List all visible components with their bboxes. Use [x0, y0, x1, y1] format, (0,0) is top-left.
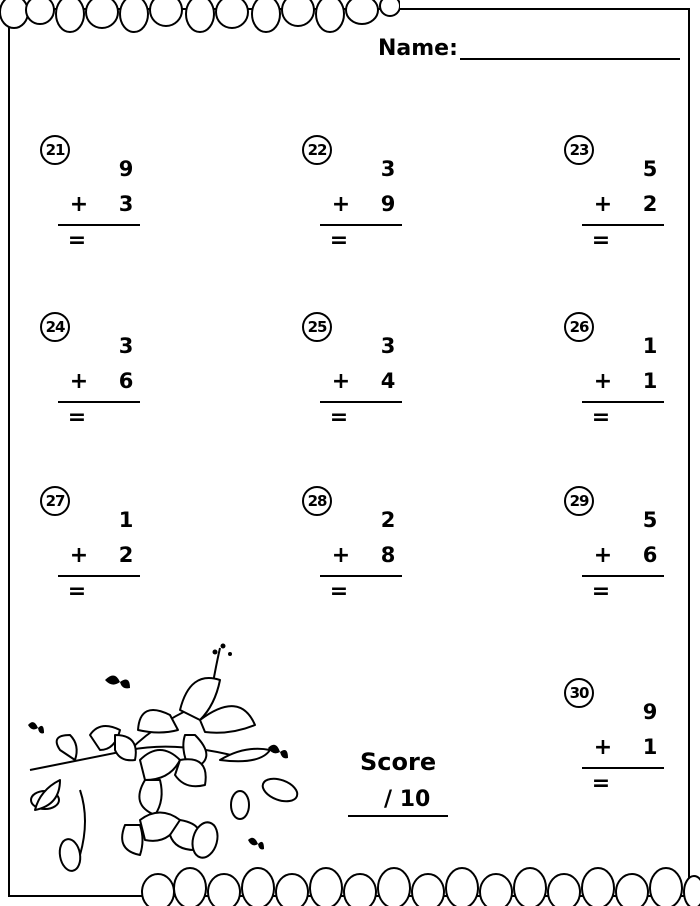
- top-addend: 1: [642, 334, 658, 358]
- bottom-addend: 8: [380, 543, 396, 567]
- top-flower-border-decoration: [0, 0, 400, 33]
- equals-sign: =: [329, 405, 349, 430]
- top-addend: 3: [118, 334, 134, 358]
- problem-number: 25: [302, 312, 332, 342]
- equals-sign: =: [591, 579, 611, 604]
- plus-sign: +: [593, 369, 613, 394]
- top-addend: 1: [118, 508, 134, 532]
- score-line: [348, 815, 448, 817]
- sum-rule: [582, 575, 664, 577]
- plus-sign: +: [593, 735, 613, 760]
- equals-sign: =: [67, 405, 87, 430]
- sum-rule: [320, 224, 402, 226]
- sum-rule: [320, 575, 402, 577]
- top-addend: 9: [642, 700, 658, 724]
- bottom-flower-border-decoration: [141, 867, 700, 906]
- problem-29: 29 5 + 6 =: [564, 486, 674, 606]
- problem-number: 26: [564, 312, 594, 342]
- bottom-addend: 6: [642, 543, 658, 567]
- problem-number: 23: [564, 135, 594, 165]
- equals-sign: =: [591, 771, 611, 796]
- problem-27: 27 1 + 2 =: [40, 486, 150, 606]
- top-addend: 5: [642, 157, 658, 181]
- problem-25: 25 3 + 4 =: [302, 312, 412, 432]
- problem-number: 29: [564, 486, 594, 516]
- sum-rule: [320, 401, 402, 403]
- plus-sign: +: [593, 192, 613, 217]
- bottom-addend: 4: [380, 369, 396, 393]
- problem-number: 21: [40, 135, 70, 165]
- top-addend: 3: [380, 157, 396, 181]
- plus-sign: +: [593, 543, 613, 568]
- score-total: / 10: [384, 787, 431, 812]
- plus-sign: +: [69, 369, 89, 394]
- problem-23: 23 5 + 2 =: [564, 135, 674, 255]
- problem-22: 22 3 + 9 =: [302, 135, 412, 255]
- problem-number: 24: [40, 312, 70, 342]
- plus-sign: +: [331, 192, 351, 217]
- bottom-addend: 3: [118, 192, 134, 216]
- plus-sign: +: [331, 369, 351, 394]
- equals-sign: =: [67, 228, 87, 253]
- problem-24: 24 3 + 6 =: [40, 312, 150, 432]
- score-label: Score: [360, 748, 437, 776]
- problem-21: 21 9 + 3 =: [40, 135, 150, 255]
- problem-number: 28: [302, 486, 332, 516]
- problem-28: 28 2 + 8 =: [302, 486, 412, 606]
- problem-number: 27: [40, 486, 70, 516]
- sum-rule: [58, 224, 140, 226]
- bottom-addend: 1: [642, 735, 658, 759]
- name-label: Name:: [378, 36, 458, 61]
- problem-number: 22: [302, 135, 332, 165]
- sum-rule: [58, 401, 140, 403]
- equals-sign: =: [329, 579, 349, 604]
- sum-rule: [58, 575, 140, 577]
- equals-sign: =: [329, 228, 349, 253]
- plus-sign: +: [69, 543, 89, 568]
- flower-butterfly-illustration: [28, 643, 299, 872]
- bottom-addend: 6: [118, 369, 134, 393]
- problem-26: 26 1 + 1 =: [564, 312, 674, 432]
- top-addend: 3: [380, 334, 396, 358]
- bottom-addend: 1: [642, 369, 658, 393]
- bottom-addend: 9: [380, 192, 396, 216]
- top-addend: 9: [118, 157, 134, 181]
- sum-rule: [582, 224, 664, 226]
- bottom-addend: 2: [642, 192, 658, 216]
- problem-30: 30 9 + 1 =: [564, 678, 674, 798]
- problem-number: 30: [564, 678, 594, 708]
- equals-sign: =: [591, 228, 611, 253]
- sum-rule: [582, 401, 664, 403]
- equals-sign: =: [67, 579, 87, 604]
- sum-rule: [582, 767, 664, 769]
- plus-sign: +: [331, 543, 351, 568]
- equals-sign: =: [591, 405, 611, 430]
- top-addend: 2: [380, 508, 396, 532]
- name-field-line[interactable]: [460, 58, 680, 60]
- top-addend: 5: [642, 508, 658, 532]
- bottom-addend: 2: [118, 543, 134, 567]
- plus-sign: +: [69, 192, 89, 217]
